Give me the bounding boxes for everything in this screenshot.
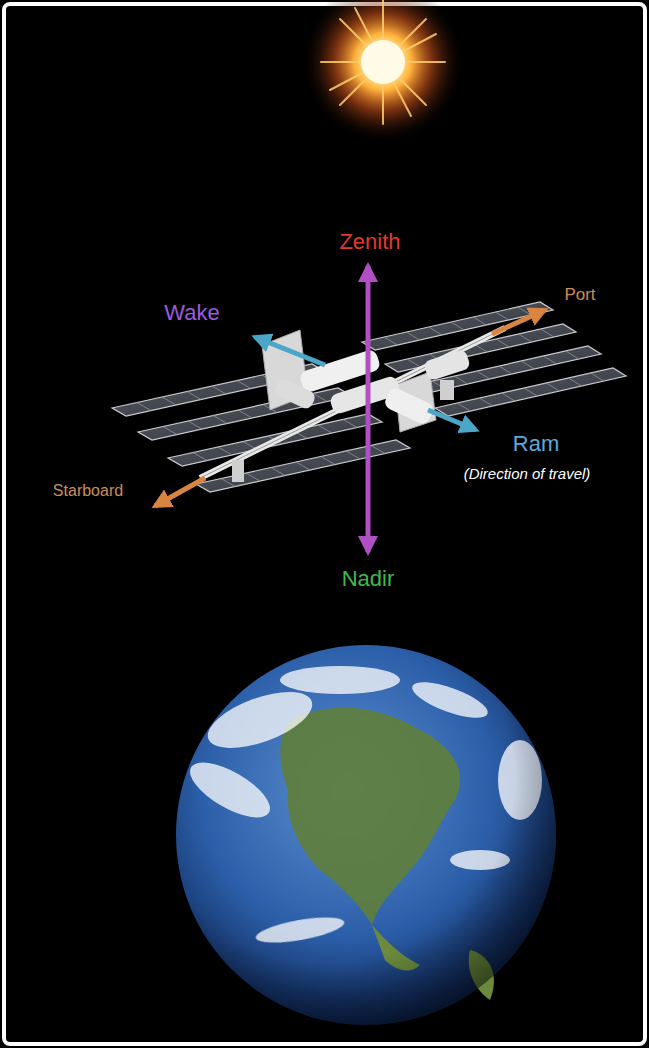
array-cell-line (318, 425, 332, 433)
array-cell-line (237, 381, 251, 389)
direction-label: Ram (513, 431, 559, 457)
array-cell-line (371, 446, 385, 454)
array-cell-line (544, 356, 557, 364)
array-cell-line (187, 392, 201, 400)
array-cell-line (407, 332, 420, 340)
array-cell-line (313, 394, 327, 402)
array-cell-line (546, 383, 559, 391)
direction-label: (Direction of travel) (464, 465, 591, 483)
array-cell-line (518, 307, 531, 315)
array-cell-line (296, 462, 310, 470)
array-cell-line (480, 398, 493, 406)
array-cell-line (188, 421, 202, 429)
array-cell-line (193, 453, 207, 461)
array-cell-line (455, 376, 468, 384)
array-cell-line (591, 373, 604, 381)
direction-arrows (155, 266, 545, 552)
array-cell-line (212, 386, 226, 394)
array-cell-line (541, 329, 554, 337)
array-cell-line (321, 457, 335, 465)
array-cell-line (343, 420, 357, 428)
frame (4, 4, 645, 1044)
direction-label: Nadir (342, 566, 395, 592)
array-cell-line (163, 427, 177, 435)
array-cell-line (451, 322, 464, 330)
direction-label: Wake (164, 300, 219, 326)
array-cell-line (246, 473, 260, 481)
array-cell-line (496, 339, 509, 347)
direction-label: Starboard (53, 481, 123, 500)
array-cell-line (519, 334, 532, 342)
array-cell-line (238, 410, 252, 418)
array-cell-line (407, 359, 420, 367)
array-cell-line (429, 327, 442, 335)
array-cell-line (569, 378, 582, 386)
array-cell-line (499, 366, 512, 374)
array-cell-line (524, 388, 537, 396)
earth (176, 645, 556, 1025)
array-cell-line (213, 416, 227, 424)
direction-label: Zenith (339, 229, 400, 255)
array-cell-line (477, 371, 490, 379)
array-cell-line (496, 312, 509, 320)
sun (301, 0, 465, 144)
direction-label: Port (564, 285, 595, 305)
array-cell-line (218, 447, 232, 455)
solar-array (435, 368, 626, 416)
array-cell-line (521, 361, 534, 369)
array-cell-line (457, 403, 470, 411)
array-cell-line (162, 397, 176, 405)
array-cell-line (473, 317, 486, 325)
array-cell-line (137, 403, 151, 411)
array-cell-line (566, 351, 579, 359)
array-cell-line (502, 393, 515, 401)
array-cell-line (384, 337, 397, 345)
array-cell-line (271, 468, 285, 476)
array-cell-line (346, 451, 360, 459)
